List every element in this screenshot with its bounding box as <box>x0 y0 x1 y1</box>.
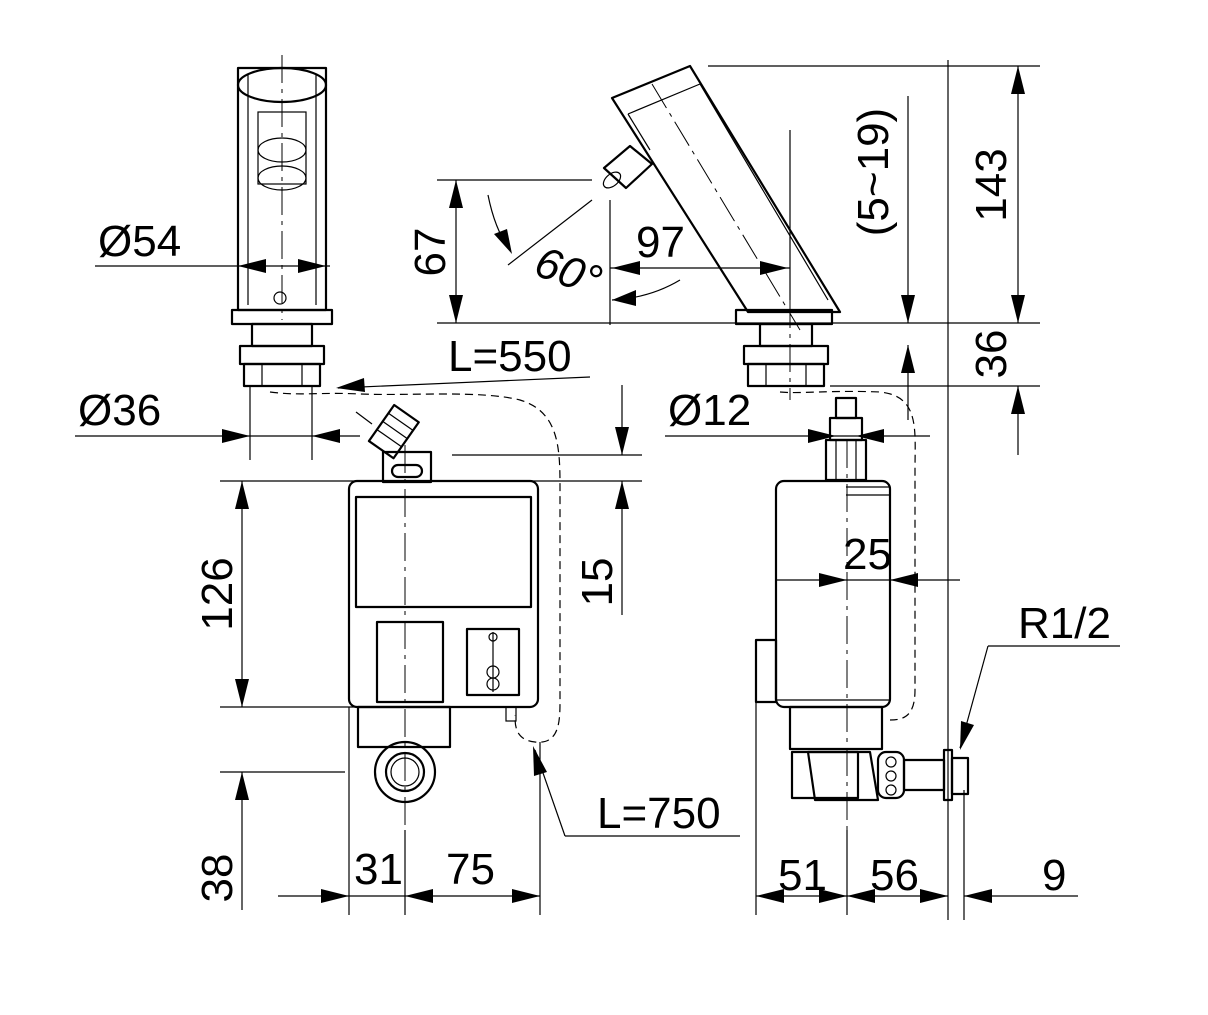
side-spout-body <box>610 64 842 314</box>
dim-l550: L=550 <box>448 332 572 381</box>
dim-angle60: 60° <box>529 237 608 306</box>
dim-phi54: Ø54 <box>98 217 181 266</box>
dim-36: 36 <box>967 330 1016 379</box>
side-sensor-cable <box>779 390 916 721</box>
dim-r12: R1/2 <box>1018 599 1111 648</box>
front-solenoid <box>356 705 452 749</box>
dimension-lines <box>75 65 1120 915</box>
dim-67: 67 <box>406 228 455 277</box>
front-view <box>230 55 561 830</box>
dim-126: 126 <box>193 557 242 630</box>
dim-75: 75 <box>446 845 495 894</box>
front-lock-nut <box>242 362 322 388</box>
dim-51: 51 <box>778 851 827 900</box>
dim-l750: L=750 <box>597 789 721 838</box>
dim-phi36: Ø36 <box>78 386 161 435</box>
dim-15: 15 <box>573 558 622 607</box>
dimension-labels: Ø54 Ø36 Ø12 67 60° 97 (5~19) 143 36 L=55… <box>78 108 1111 903</box>
front-label-panel <box>354 495 533 609</box>
side-control-box <box>774 479 892 709</box>
dim-31: 31 <box>354 845 403 894</box>
dim-38: 38 <box>193 854 242 903</box>
dim-56: 56 <box>870 851 919 900</box>
side-thread-r12 <box>950 756 970 796</box>
side-battery-cover <box>754 638 778 704</box>
dim-phi12: Ø12 <box>668 386 751 435</box>
front-sensor-dot <box>273 291 287 305</box>
dim-9: 9 <box>1042 851 1066 900</box>
dim-97: 97 <box>636 218 685 267</box>
dim-143: 143 <box>967 148 1016 221</box>
side-lock-nut <box>746 362 826 388</box>
side-view <box>602 60 970 920</box>
dim-range-5-19: (5~19) <box>849 108 898 236</box>
dim-25: 25 <box>843 530 892 579</box>
sensor-cable <box>269 391 561 743</box>
